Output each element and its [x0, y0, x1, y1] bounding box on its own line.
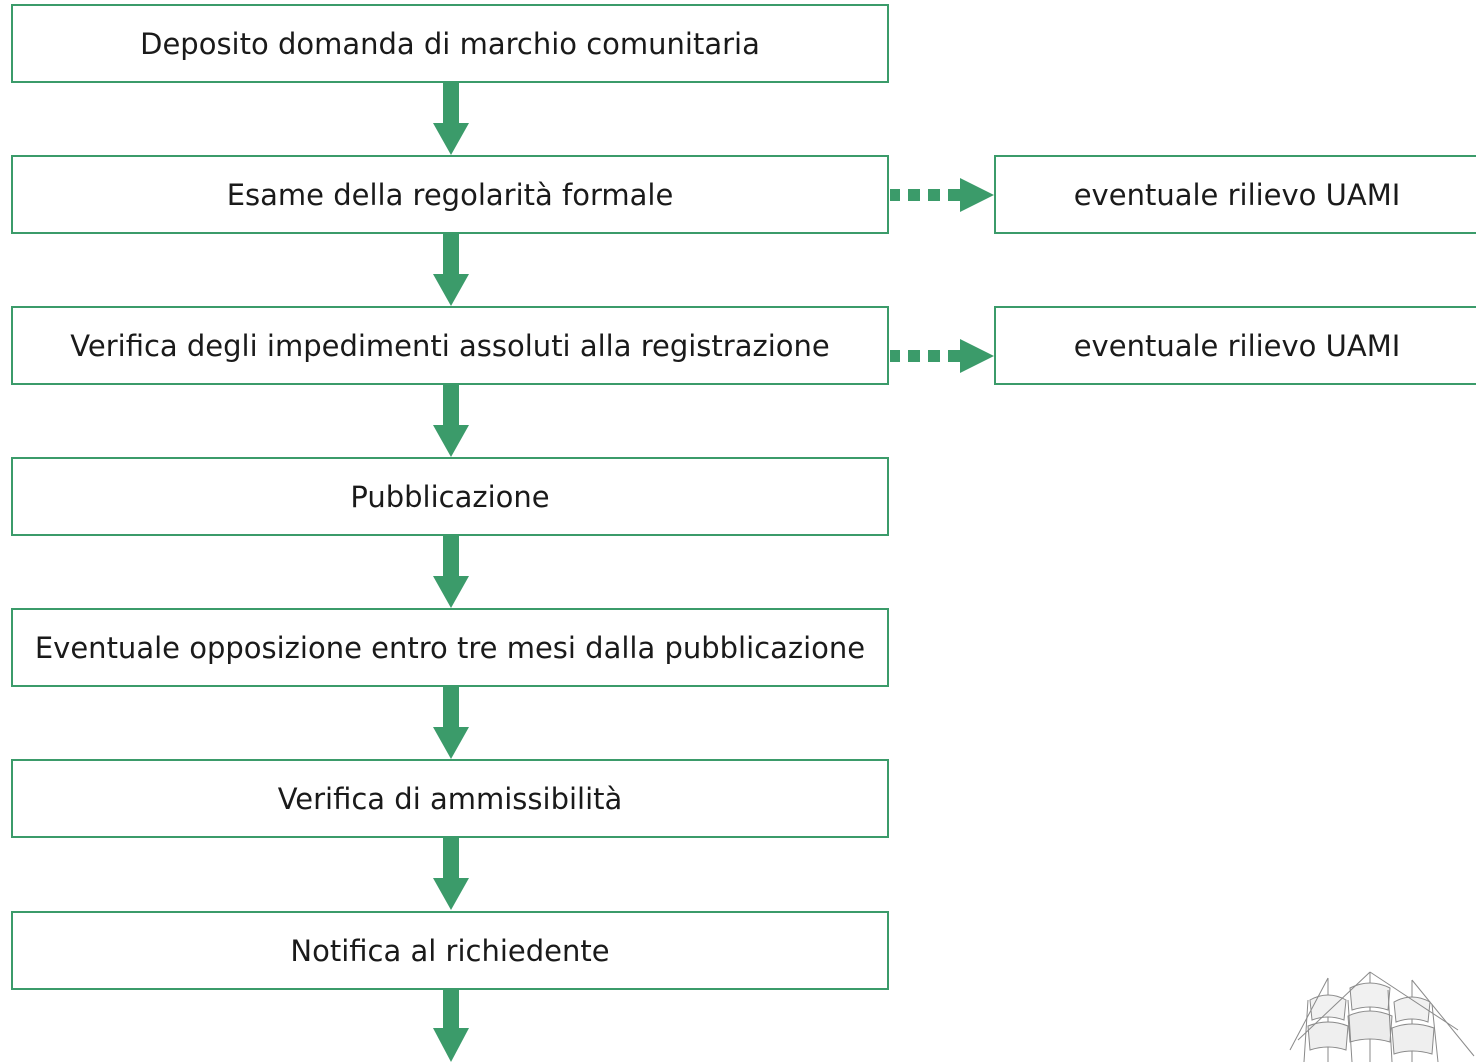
step-pubblicazione: Pubblicazione — [11, 457, 889, 536]
arrow-down-icon — [433, 990, 469, 1062]
step-verifica-impedimenti: Verifica degli impedimenti assoluti alla… — [11, 306, 889, 385]
arrow-down-icon — [433, 687, 469, 759]
sailing-ship-icon — [1289, 971, 1475, 1062]
step-eventuale-opposizione: Eventuale opposizione entro tre mesi dal… — [11, 608, 889, 687]
step-deposito: Deposito domanda di marchio comunitaria — [11, 4, 889, 83]
arrow-down-icon — [433, 838, 469, 910]
step-verifica-ammissibilita: Verifica di ammissibilità — [11, 759, 889, 838]
arrow-down-icon — [433, 83, 469, 155]
step-esame-regolarita: Esame della regolarità formale — [11, 155, 889, 234]
side-note-rilievo-1: eventuale rilievo UAMI — [994, 155, 1476, 234]
dashed-arrow-right-icon — [890, 339, 994, 373]
side-note-rilievo-2: eventuale rilievo UAMI — [994, 306, 1476, 385]
dashed-arrow-right-icon — [890, 178, 994, 212]
step-notifica: Notifica al richiedente — [11, 911, 889, 990]
arrow-down-icon — [433, 536, 469, 608]
arrow-down-icon — [433, 234, 469, 306]
arrow-down-icon — [433, 385, 469, 457]
